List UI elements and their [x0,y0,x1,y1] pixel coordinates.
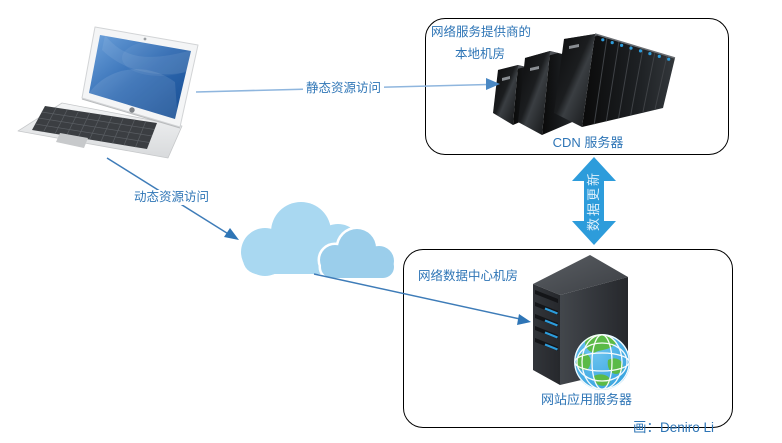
tower-drive-slots [535,290,558,351]
cloud-icon [241,202,395,281]
dynamic-access-arrowhead [224,228,239,240]
credit-text: 画：Deniro Li [633,420,715,435]
server-rack-middle [518,51,583,135]
globe-graticule [574,334,630,390]
tower-left-face [533,284,560,385]
apple-logo [129,107,135,113]
laptop-screen-bezel [81,26,199,128]
cdn-caption: CDN 服务器 [552,135,624,150]
webcam-dot [143,37,147,41]
laptop-screen [89,35,191,119]
tower-front-right-face [560,277,628,385]
tower-top-face [533,255,628,295]
static-access-label: 静态资源访问 [303,81,385,96]
globe-continents [576,334,623,386]
rack-led-dots [601,38,671,61]
isp-room-box: 网络服务提供商的 本地机房 [425,18,729,155]
laptop-keyboard [32,106,157,149]
dynamic-access-label: 动态资源访问 [131,190,213,205]
server-rack-small [493,65,547,125]
laptop-icon [17,26,199,159]
cloud-small-puff [320,229,394,278]
idc-box-title: 网络数据中心机房 [418,269,519,283]
server-rack-large [554,33,676,127]
laptop-hinge [81,98,181,129]
cloud-big-puff [241,202,362,276]
web-server-tower-icon [533,255,630,390]
isp-box-title-line2: 本地机房 [455,47,506,61]
isp-box-title-line1: 网络服务提供商的 [431,25,532,39]
laptop-body [17,102,183,159]
drive-led-bars [544,307,558,351]
web-server-caption: 网站应用服务器 [540,392,632,407]
laptop-trackpad [56,133,88,148]
laptop-key-grid [35,107,155,148]
laptop-wallpaper-swirl [89,35,191,119]
data-update-label: 数据更新 [586,171,601,232]
globe-icon [574,334,630,390]
cloud-small-puff-outline [317,226,395,281]
idc-room-box: 网络数据中心机房 [403,249,733,428]
